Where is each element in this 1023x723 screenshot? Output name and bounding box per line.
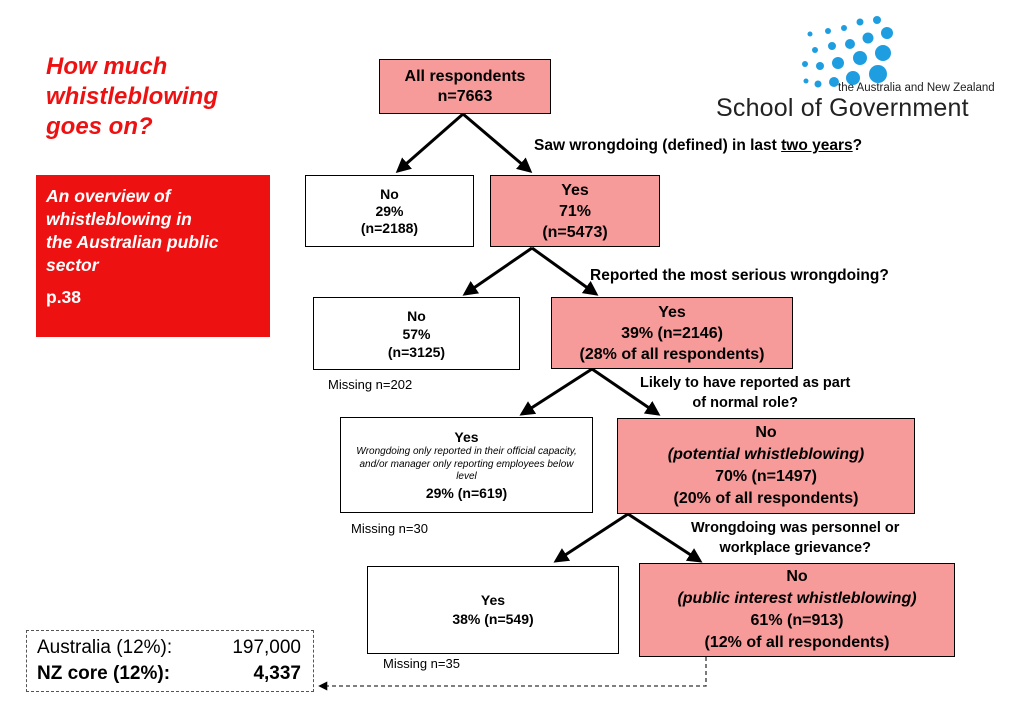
title-line: goes on? (46, 113, 153, 140)
node-percent: 39% (n=2146) (621, 324, 723, 342)
node-percent: 29% (n=619) (425, 484, 508, 501)
summary-label: Australia (12%): (37, 637, 173, 658)
node-category: (potential whistleblowing) (667, 446, 865, 463)
arrow-l2-no (591, 367, 661, 416)
summary-row-nz: NZ core (12%): 4,337 (37, 661, 301, 687)
arrow-l3-no (627, 512, 703, 563)
node-percent: 70% (n=1497) (715, 468, 817, 485)
node-percent: 71% (558, 202, 592, 220)
node-percent: 57% (402, 325, 431, 342)
summary-box: Australia (12%): 197,000 NZ core (12%): … (26, 630, 314, 692)
node-label: Yes (561, 181, 589, 199)
node-l3-yes: Yes Wrongdoing only reported in their of… (340, 417, 593, 513)
node-count: (n=3125) (387, 343, 446, 360)
question-text: Saw wrongdoing (defined) in last (534, 137, 782, 154)
node-l2-no: No 57% (n=3125) (313, 297, 520, 370)
question-line: Likely to have reported as part (640, 375, 851, 391)
node-label: Yes (658, 303, 686, 321)
summary-label: NZ core (12%): (37, 663, 171, 684)
subtitle-line: whistleblowing in (46, 209, 192, 229)
node-share: (28% of all respondents) (579, 345, 765, 363)
question-grievance: Wrongdoing was personnel or workplace gr… (691, 518, 899, 558)
missing-note: Missing n=30 (351, 521, 428, 536)
logo-tagline: the Australia and New Zealand (838, 82, 995, 94)
summary-row-australia: Australia (12%): 197,000 (37, 635, 301, 661)
subtitle-line: sector (46, 255, 99, 275)
arrow-root-no (395, 112, 464, 173)
missing-note: Missing n=35 (383, 656, 460, 671)
node-share: (20% of all respondents) (673, 490, 859, 507)
question-saw-wrongdoing: Saw wrongdoing (defined) in last two yea… (534, 137, 862, 155)
arrow-l1-yes (531, 246, 599, 296)
arrow-l2-yes (519, 367, 593, 416)
node-percent: 61% (n=913) (750, 612, 844, 629)
node-share: (12% of all respondents) (704, 634, 890, 651)
arrow-root-yes (462, 112, 533, 173)
node-l1-yes: Yes 71% (n=5473) (490, 175, 660, 247)
question-reported: Reported the most serious wrongdoing? (590, 267, 889, 284)
question-line: workplace grievance? (719, 540, 871, 556)
node-l1-no: No 29% (n=2188) (305, 175, 474, 247)
subtitle-line: the Australian public (46, 232, 219, 252)
node-percent: 38% (n=549) (452, 611, 534, 627)
page-reference: p.38 (46, 287, 82, 307)
summary-value: 4,337 (253, 663, 301, 684)
node-all-respondents: All respondents n=7663 (379, 59, 551, 114)
overview-subtitle: An overview of whistleblowing in the Aus… (46, 185, 262, 277)
logo-name: School of Government (716, 94, 969, 122)
node-count: (n=5473) (542, 223, 608, 241)
node-l4-yes: Yes 38% (n=549) (367, 566, 619, 654)
dashed-link-arrow (318, 657, 707, 691)
node-count: (n=2188) (360, 219, 419, 236)
overview-box: An overview of whistleblowing in the Aus… (36, 175, 270, 337)
arrow-l3-yes (553, 512, 629, 563)
title-line: How much (46, 53, 168, 80)
question-line: Wrongdoing was personnel or (691, 520, 900, 536)
node-label: No (407, 307, 426, 324)
node-label: No (786, 568, 808, 585)
node-label: Yes (480, 592, 506, 608)
node-percent: 29% (375, 202, 404, 219)
question-emphasis: two years (781, 137, 853, 154)
subtitle-line: An overview of (46, 186, 171, 206)
node-note: Wrongdoing only reported in their offici… (356, 446, 577, 483)
question-line: of normal role? (692, 395, 798, 411)
question-normal-role: Likely to have reported as part of norma… (640, 373, 850, 413)
title-line: whistleblowing (46, 83, 218, 110)
missing-note: Missing n=202 (328, 377, 413, 392)
node-label: No (380, 185, 399, 202)
node-l3-no: No (potential whistleblowing) 70% (n=149… (617, 418, 915, 514)
node-l4-no: No (public interest whistleblowing) 61% … (639, 563, 955, 657)
node-label: All respondents (404, 67, 526, 85)
question-end: ? (852, 137, 863, 154)
node-count: n=7663 (437, 87, 493, 105)
node-label: Yes (454, 429, 479, 446)
node-label: No (755, 424, 777, 441)
summary-value: 197,000 (232, 637, 301, 658)
node-category: (public interest whistleblowing) (677, 590, 917, 607)
page-title: How much whistleblowing goes on? (46, 52, 218, 142)
arrow-l1-no (462, 246, 533, 296)
node-l2-yes: Yes 39% (n=2146) (28% of all respondents… (551, 297, 793, 369)
